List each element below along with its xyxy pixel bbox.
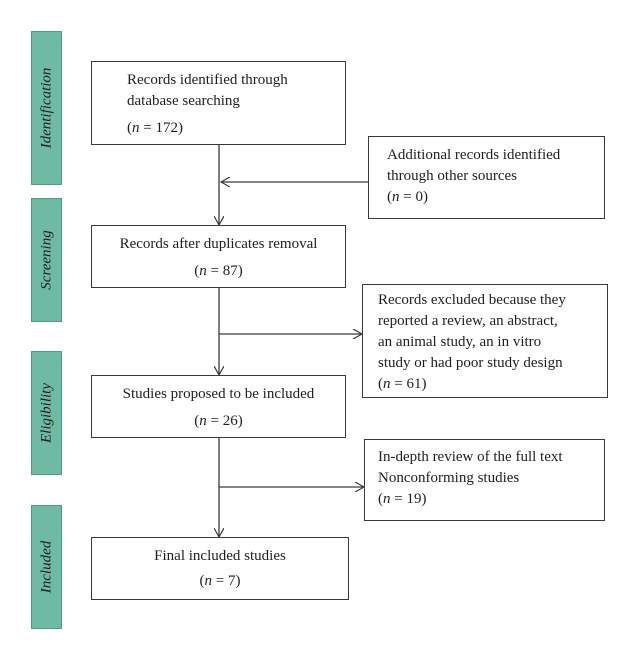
- box-text-line: through other sources: [387, 168, 517, 184]
- box-text-line: Additional records identified: [387, 147, 561, 163]
- box-text-line: Records identified through: [127, 72, 288, 88]
- count-value: = 172): [139, 120, 183, 136]
- stage-bar-identification: Identification: [31, 31, 62, 185]
- count-label: (n = 172): [127, 120, 183, 136]
- box-studies-proposed: Studies proposed to be included (n = 26): [91, 375, 346, 438]
- count-value: = 7): [212, 573, 241, 589]
- box-text-line: In-depth review of the full text: [378, 449, 563, 465]
- box-text-line: reported a review, an abstract,: [378, 313, 558, 329]
- box-text-line: database searching: [127, 93, 240, 109]
- stage-bar-screening: Screening: [31, 198, 62, 322]
- count-label: (n = 26): [194, 413, 243, 429]
- count-label: (n = 0): [387, 189, 428, 205]
- stage-bar-eligibility: Eligibility: [31, 351, 62, 475]
- count-value: = 61): [390, 376, 427, 392]
- box-text-line: study or had poor study design: [378, 355, 563, 371]
- box-after-duplicates: Records after duplicates removal (n = 87…: [91, 225, 346, 288]
- box-text-line: Studies proposed to be included: [122, 386, 315, 402]
- count-value: = 19): [390, 491, 427, 507]
- box-additional-records: Additional records identified through ot…: [368, 136, 605, 219]
- n-variable: n: [383, 376, 391, 392]
- box-records-excluded: Records excluded because they reported a…: [362, 284, 608, 398]
- n-variable: n: [199, 413, 207, 429]
- n-variable: n: [132, 120, 140, 136]
- box-text-line: Nonconforming studies: [378, 470, 520, 486]
- count-label: (n = 61): [378, 376, 427, 392]
- box-text-line: an animal study, an in vitro: [378, 334, 542, 350]
- box-text-line: Records excluded because they: [378, 292, 566, 308]
- box-records-identified: Records identified through database sear…: [91, 61, 346, 145]
- count-value: = 26): [206, 413, 243, 429]
- box-in-depth-review: In-depth review of the full text Nonconf…: [364, 439, 605, 521]
- n-variable: n: [199, 263, 207, 279]
- count-label: (n = 19): [378, 491, 427, 507]
- count-label: (n = 7): [199, 573, 241, 589]
- count-label: (n = 87): [194, 263, 243, 279]
- n-variable: n: [204, 573, 213, 589]
- n-variable: n: [383, 491, 391, 507]
- count-value: = 0): [399, 189, 428, 205]
- box-final-included: Final included studies (n = 7): [91, 537, 349, 600]
- n-variable: n: [392, 189, 400, 205]
- stage-bar-included: Included: [31, 505, 62, 629]
- box-text-line: Final included studies: [154, 548, 286, 564]
- box-text-line: Records after duplicates removal: [119, 236, 318, 252]
- count-value: = 87): [206, 263, 243, 279]
